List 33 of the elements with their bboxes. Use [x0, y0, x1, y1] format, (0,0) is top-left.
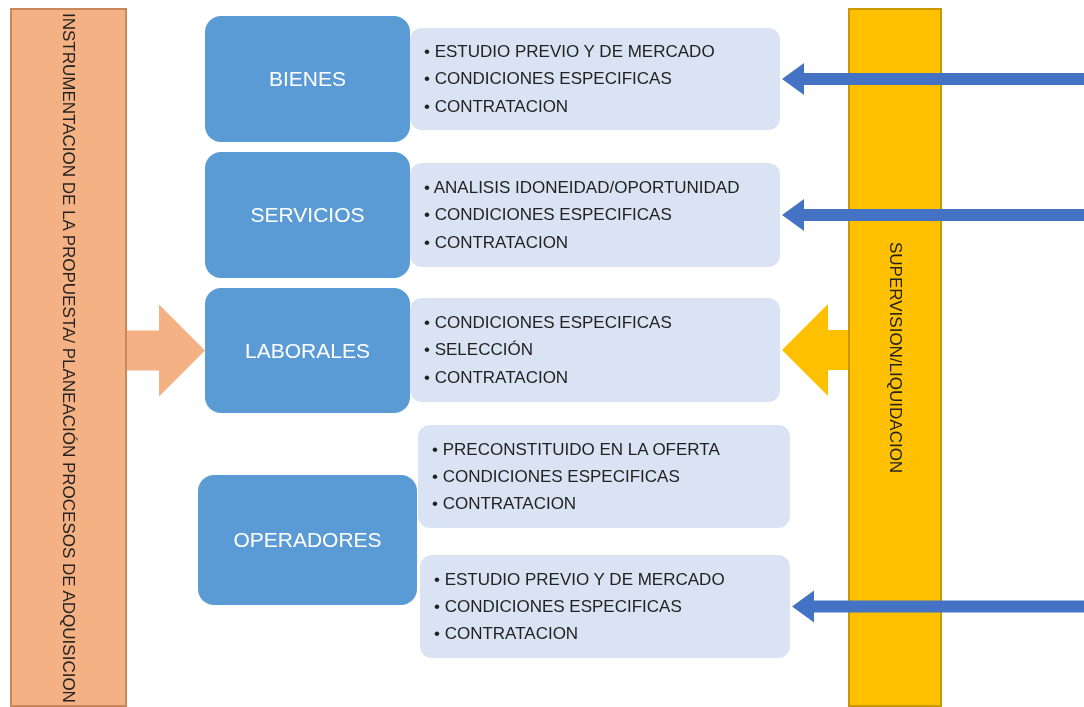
category-box: OPERADORES: [198, 475, 417, 605]
detail-panel: [410, 163, 780, 267]
list-item: • CONTRATACION: [424, 366, 570, 389]
list-item: • ESTUDIO PREVIO Y DE MERCADO: [434, 568, 725, 591]
list-item: • CONTRATACION: [424, 95, 570, 118]
category-box: SERVICIOS: [205, 152, 410, 278]
category-box: LABORALES: [205, 288, 410, 413]
detail-panel: [410, 28, 780, 130]
phase-bar: [10, 8, 127, 707]
detail-panel: [410, 298, 780, 402]
list-item: • CONTRATACION: [424, 231, 570, 254]
list-item: • SELECCIÓN: [424, 339, 534, 362]
arrow: [792, 590, 1084, 623]
bar-label: INSTRUMENTACION DE LA PROPUESTA/ PLANEACIÓN PROCESOS DE ADQUISICION: [58, 12, 80, 703]
detail-panel: [418, 425, 790, 528]
arrow: [782, 63, 1084, 95]
list-item: • CONTRATACION: [434, 623, 580, 646]
list-item: • CONTRATACION: [432, 493, 578, 516]
list-item: • CONDICIONES ESPECIFICAS: [424, 204, 673, 227]
block-arrow: [127, 304, 205, 397]
list-item: • ESTUDIO PREVIO Y DE MERCADO: [424, 41, 715, 64]
bar-label: SUPERVISION/LIQUIDACION: [884, 241, 906, 474]
arrow: [782, 199, 1084, 231]
phase-bar: [848, 8, 942, 707]
list-item: • CONDICIONES ESPECIFICAS: [424, 68, 673, 91]
list-item: • CONDICIONES ESPECIFICAS: [424, 312, 672, 335]
detail-panel: [420, 555, 790, 658]
category-box: BIENES: [205, 16, 410, 142]
list-item: • CONDICIONES ESPECIFICAS: [432, 465, 681, 488]
list-item: • CONDICIONES ESPECIFICAS: [434, 595, 683, 618]
list-item: • PRECONSTITUIDO EN LA OFERTA: [432, 438, 720, 461]
list-item: • ANALISIS IDONEIDAD/OPORTUNIDAD: [424, 177, 740, 200]
block-arrow: [782, 304, 848, 396]
